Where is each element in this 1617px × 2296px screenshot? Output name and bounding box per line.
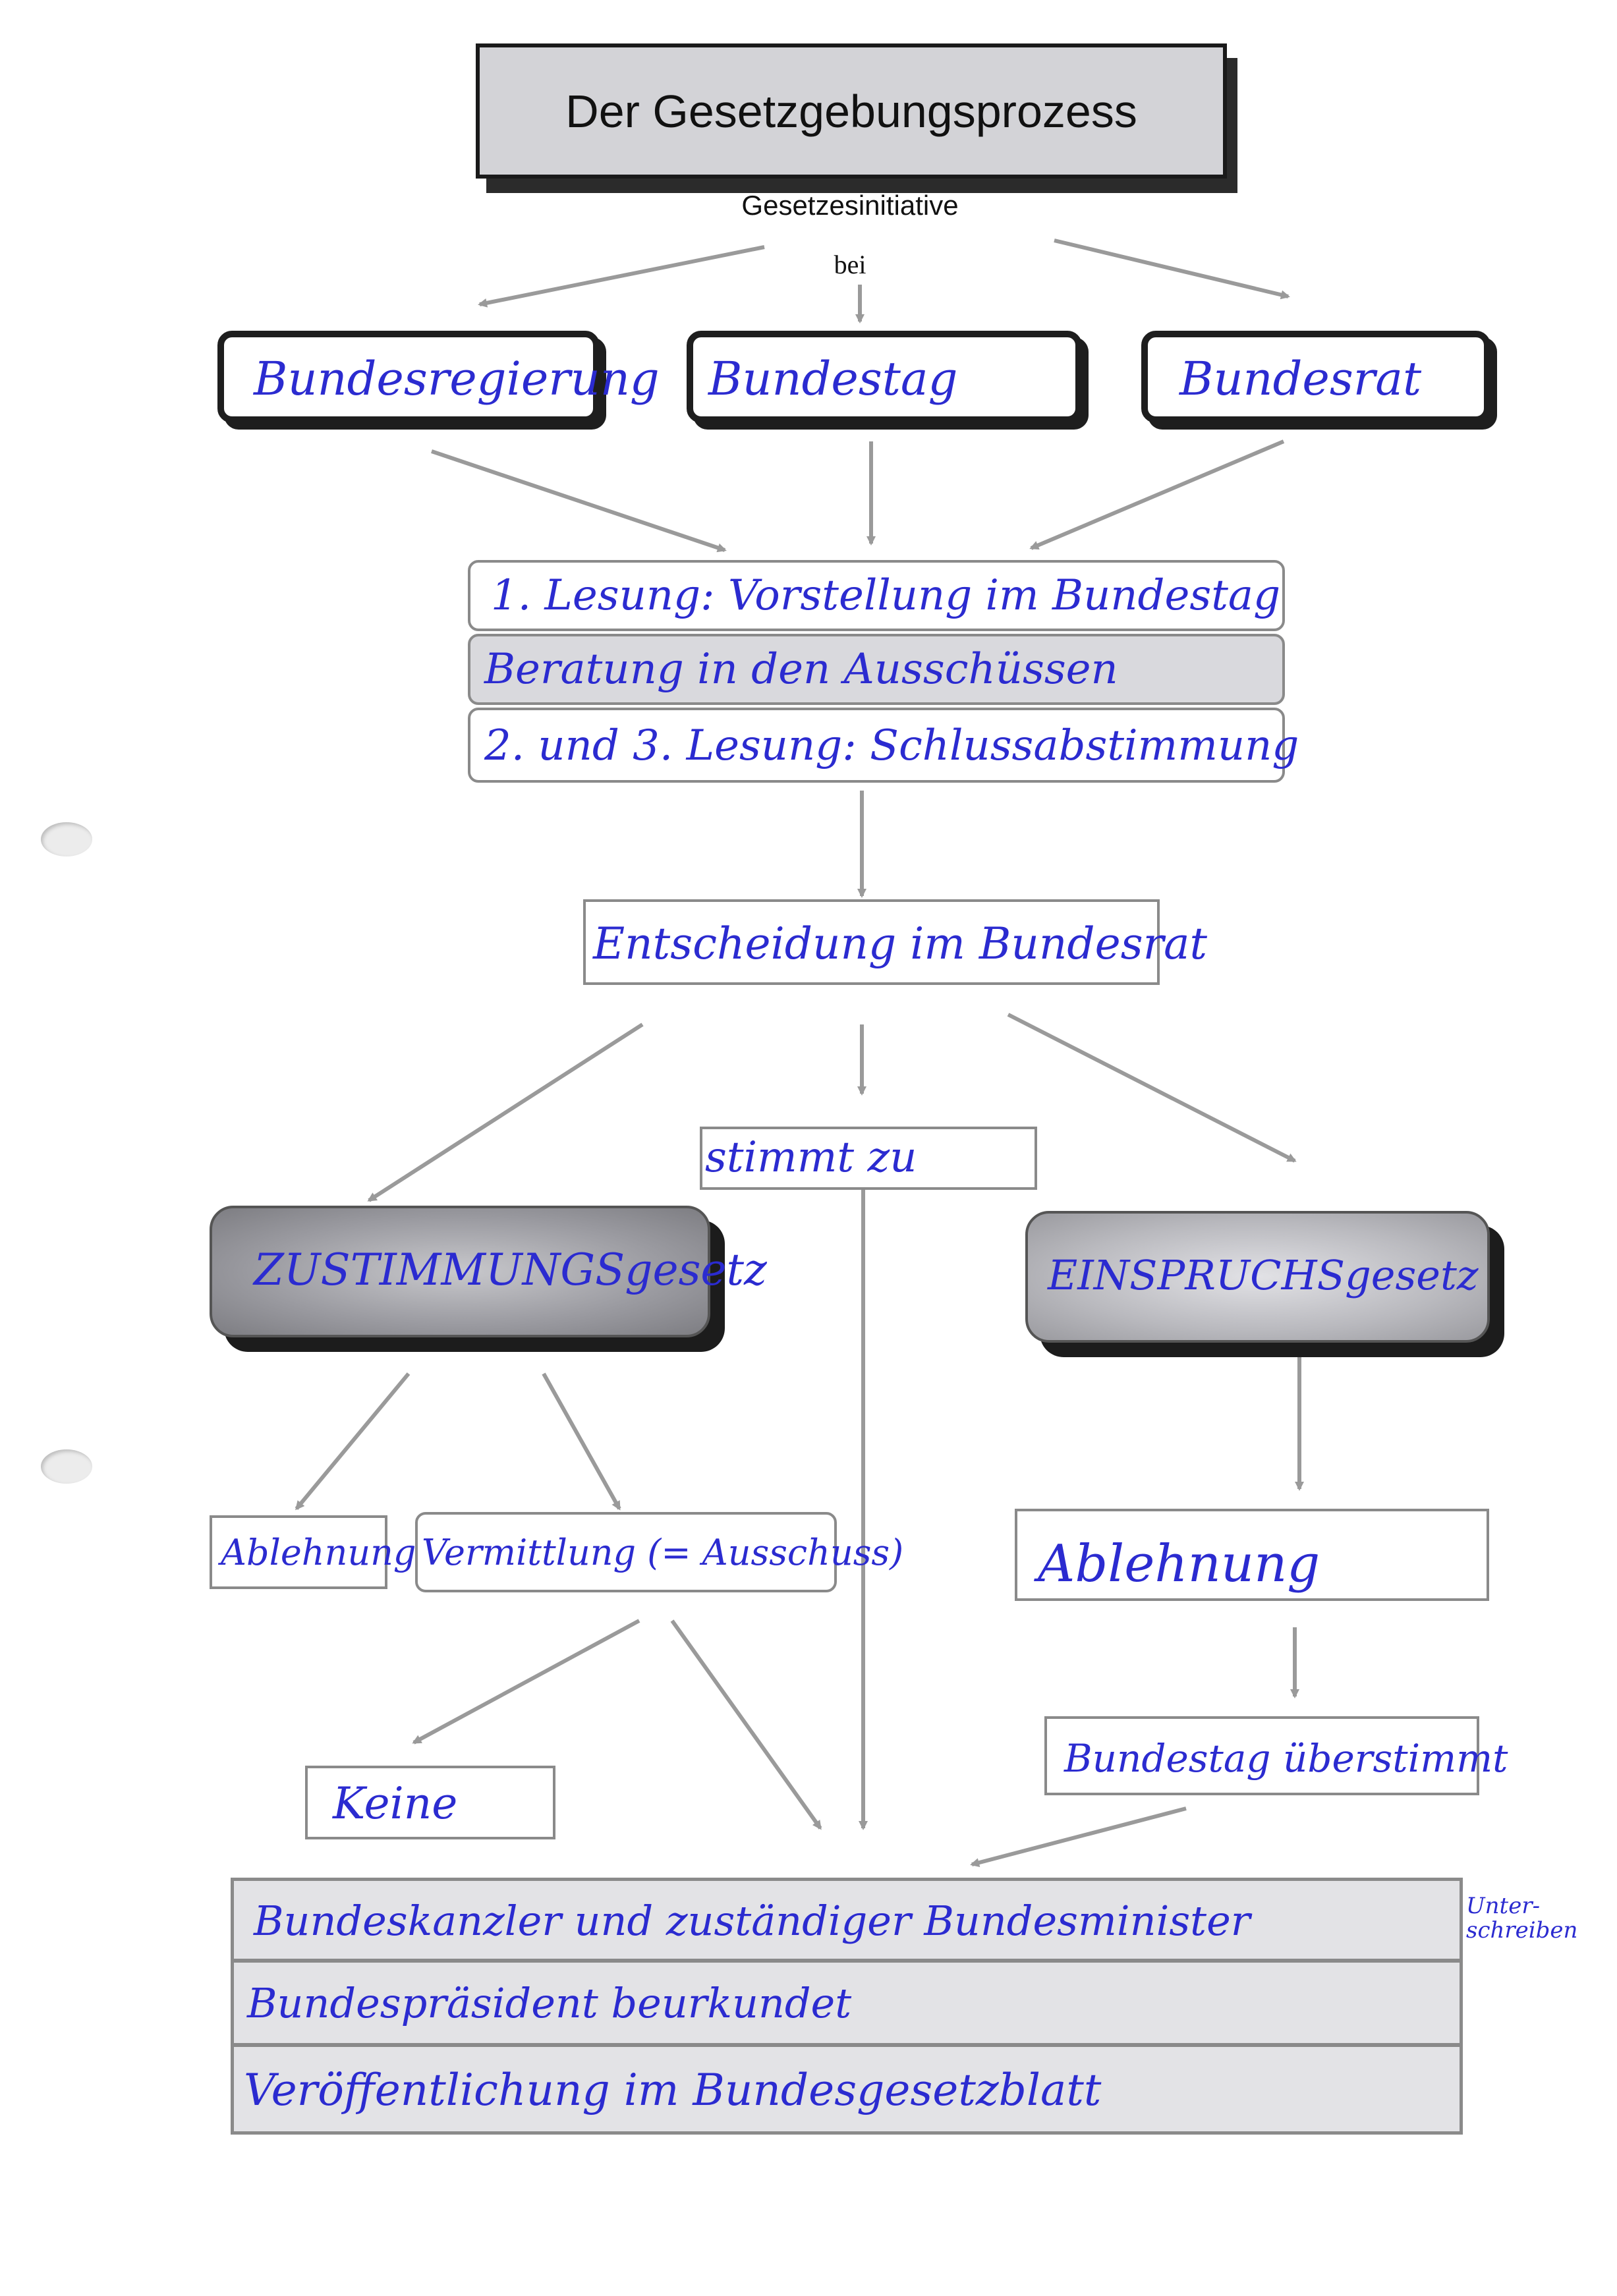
- binder-hole-top: [41, 822, 92, 856]
- arrow-vermittlung-to-keine: [412, 1619, 640, 1745]
- binder-hole-bottom: [41, 1449, 92, 1484]
- final-step-signature-row: [232, 1879, 1461, 1961]
- bundesrat-decision-box: [583, 899, 1160, 985]
- bundesregierung-box: [217, 331, 600, 423]
- final-step-certify-row: [232, 1961, 1461, 2045]
- reading-final-box: [468, 708, 1285, 783]
- override-box: [1044, 1716, 1479, 1795]
- zustimmung-rejection-label: Ablehnung: [221, 1532, 416, 1573]
- page-title-text: Der Gesetzgebungsprozess: [565, 85, 1137, 137]
- final-step-signature-label: Bundeskanzler und zuständiger Bundesmini…: [254, 1897, 1251, 1945]
- bundesrat-decision-label: Entscheidung im Bundesrat: [593, 918, 1207, 969]
- initiative-connector: bei: [834, 250, 866, 279]
- none-box: [305, 1766, 555, 1839]
- bundestag-box: [687, 331, 1082, 423]
- agrees-label: stimmt zu: [705, 1133, 917, 1182]
- arrow-vermittlung-to-final: [670, 1619, 822, 1830]
- zustimmung-title: ZUSTIMMUNGSgesetz: [254, 1245, 767, 1295]
- reading-committee-label: Beratung in den Ausschüssen: [484, 645, 1118, 694]
- bundesrat-label: Bundesrat: [1179, 352, 1422, 406]
- final-step-publish-label: Veröffentlichung im Bundesgesetzblatt: [244, 2065, 1102, 2115]
- arrow-initiative-left: [478, 245, 765, 308]
- arrow-zustimmung-to-vermittlung: [542, 1372, 621, 1511]
- bundestag-label: Bundestag: [708, 352, 958, 406]
- einspruch-rejection-label: Ablehnung: [1038, 1534, 1320, 1594]
- final-step-publish-row: [232, 2045, 1461, 2133]
- arrow-initiative-right: [1054, 238, 1290, 300]
- einspruch-title: EINSPRUCHSgesetz: [1048, 1251, 1479, 1299]
- arrow-override-to-final: [970, 1806, 1187, 1867]
- reading-first-label: 1. Lesung: Vorstellung im Bundestag: [491, 571, 1281, 620]
- none-label: Keine: [333, 1778, 458, 1829]
- bundesregierung-label: Bundesregierung: [254, 352, 660, 406]
- override-label: Bundestag überstimmt: [1064, 1736, 1508, 1781]
- zustimmung-box: [210, 1206, 710, 1337]
- arrow-bundesrat-to-zustimmung: [367, 1022, 644, 1202]
- reading-first-box: [468, 560, 1285, 631]
- final-margin-note: Unter-schreiben: [1466, 1893, 1578, 1944]
- einspruch-rejection-box: [1015, 1509, 1489, 1601]
- mediation-label: Vermittlung (= Ausschuss): [422, 1532, 904, 1573]
- arrow-zustimmung-to-ablehnung: [295, 1372, 411, 1511]
- zustimmung-rejection-box: [210, 1515, 387, 1589]
- arrow-bundesrat-to-readings: [1029, 439, 1285, 550]
- final-step-certify-label: Bundespräsident beurkundet: [247, 1979, 852, 2027]
- reading-committee-box: [468, 634, 1285, 705]
- initiative-label: Gesetzesinitiative: [741, 190, 959, 221]
- page-title: Der Gesetzgebungsprozess: [476, 43, 1227, 179]
- agrees-box: [700, 1127, 1037, 1190]
- arrow-bundesregierung-to-readings: [431, 449, 727, 553]
- bundesrat-box: [1141, 331, 1490, 423]
- reading-final-label: 2. und 3. Lesung: Schlussabstimmung: [484, 721, 1299, 770]
- arrow-bundesrat-to-einspruch: [1007, 1013, 1297, 1163]
- einspruch-box: [1025, 1211, 1490, 1343]
- mediation-box: [415, 1512, 837, 1592]
